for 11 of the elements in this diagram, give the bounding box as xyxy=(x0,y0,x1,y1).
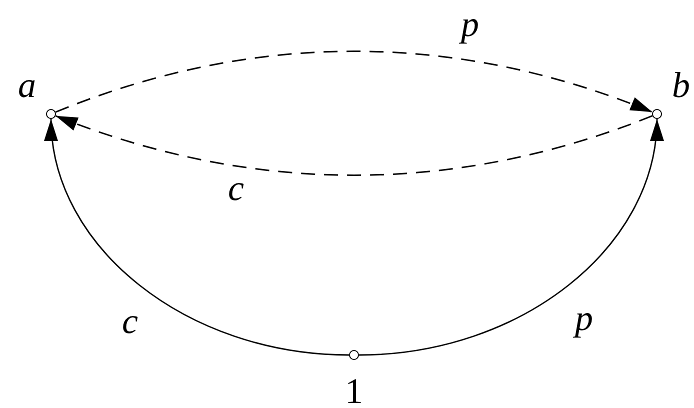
curved-arrow xyxy=(358,118,662,356)
edge-label: c xyxy=(122,303,138,339)
dashed-arrow xyxy=(55,50,653,113)
edge-label: p xyxy=(575,300,593,336)
vertex-label: b xyxy=(672,67,690,103)
curved-arrow xyxy=(46,118,350,356)
edge-label: c xyxy=(228,170,244,206)
edge-label: p xyxy=(461,6,479,42)
vertex-label: 1 xyxy=(345,373,363,408)
vertex-label: a xyxy=(18,67,36,103)
dashed-arrow xyxy=(55,115,653,176)
